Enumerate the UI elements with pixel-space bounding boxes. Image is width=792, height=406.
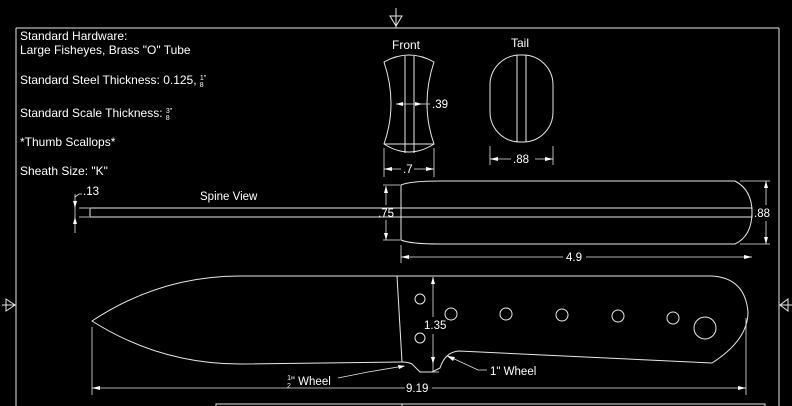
one-inch-wheel-callout: 1" Wheel [490,366,536,378]
tail-view-title: Tail [511,36,529,50]
tail-view: Tail .88 [489,36,554,166]
center-marker-left-icon [2,298,16,312]
handle-height-dim: 1.35 [424,320,446,332]
center-marker-right-icon [779,298,792,312]
thumb-scallops-note: *Thumb Scallops* [20,135,116,149]
front-waist-dim: .39 [432,99,448,111]
front-width-dim: .7 [403,164,413,176]
front-view: Front .39 .7 [383,38,448,177]
spine-handle-rear-dim: .88 [754,208,770,220]
front-view-title: Front [392,38,421,52]
sheath-size-note: Sheath Size: "K" [20,164,108,178]
hardware-notes: Standard Hardware: Large Fisheyes, Brass… [20,29,207,178]
spine-view: Spine View .13 .75 .88 4.9 [73,180,770,264]
drawing-frame [15,27,780,406]
center-marker-top-icon [389,8,403,28]
spine-handle-front-dim: .75 [378,208,394,220]
spine-handle-length-dim: 4.9 [566,252,582,264]
hardware-title: Standard Hardware: [20,29,127,43]
spine-view-title: Spine View [200,191,258,203]
pin-holes [414,293,717,344]
tail-width-dim: .88 [513,154,529,166]
overall-length-dim: 9.19 [406,383,428,395]
spine-thickness-dim: .13 [83,186,99,198]
hardware-value: Large Fisheyes, Brass "O" Tube [20,43,191,57]
